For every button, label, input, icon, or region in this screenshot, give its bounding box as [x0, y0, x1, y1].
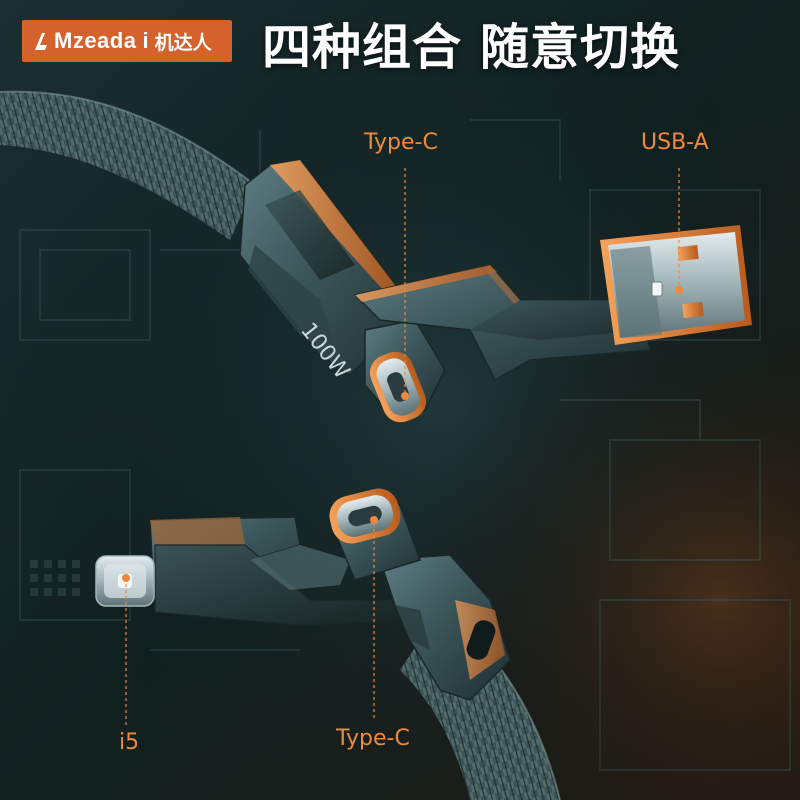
brand-chinese-name: 机达人: [154, 31, 212, 54]
brand-separator: i: [142, 28, 149, 53]
callout-label-type-c-top: Type-C: [364, 130, 438, 155]
callout-dot-i5: [122, 574, 130, 582]
top-type-c-plug: [364, 319, 446, 423]
callout-label-type-c-bottom: Type-C: [336, 726, 410, 751]
brand-name: Mzeada: [54, 28, 137, 53]
headline: 四种组合 随意切换: [262, 19, 681, 76]
top-connector-hub: [239, 159, 422, 376]
callout-dot-usb-a: [675, 286, 683, 294]
usb-a-plug: [600, 225, 752, 345]
usb-a-arm: [353, 264, 651, 382]
top-cable-braid: [0, 90, 256, 240]
bottom-connector-hub: [149, 516, 432, 626]
bottom-right-body: [378, 554, 511, 701]
callout-dot-type-c-bottom: [370, 516, 378, 524]
callout-label-lightning: i5: [119, 730, 140, 755]
bottom-type-c-plug: [328, 488, 421, 581]
brand-logo-badge: Mzeada i 机达人: [22, 20, 232, 62]
brand-mark-icon: [35, 33, 47, 50]
callout-dot-type-c-top: [401, 392, 409, 400]
callout-label-usb-a: USB-A: [641, 130, 709, 155]
